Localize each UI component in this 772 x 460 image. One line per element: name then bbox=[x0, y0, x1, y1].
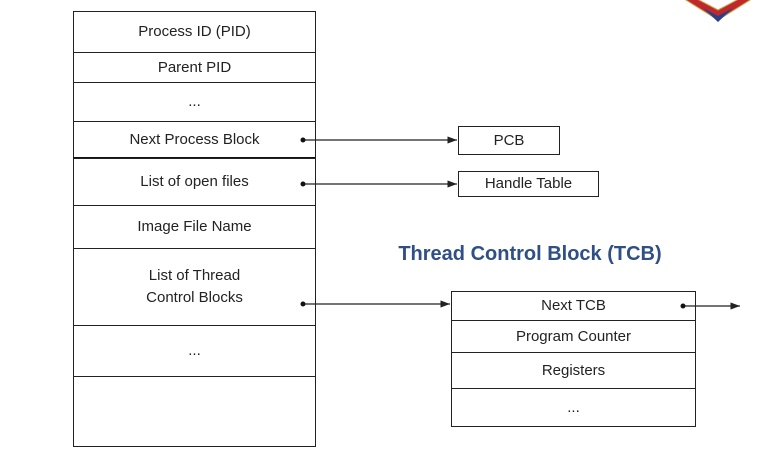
tcb-field-ellipsis: ... bbox=[451, 388, 696, 427]
tcb-title: Thread Control Block (TCB) bbox=[398, 243, 662, 265]
pcb-field-next-process: Next Process Block bbox=[73, 121, 316, 159]
logo bbox=[668, 0, 768, 32]
pcb-field-parent-pid: Parent PID bbox=[73, 52, 316, 83]
pcb-target: PCB bbox=[458, 126, 560, 155]
pcb-field-ellipsis-2: ... bbox=[73, 325, 316, 377]
pcb-field-empty bbox=[73, 376, 316, 447]
tcb-field-next: Next TCB bbox=[451, 291, 696, 321]
pcb-field-thread-list: List of Thread Control Blocks bbox=[73, 248, 316, 326]
tcb-field-registers: Registers bbox=[451, 352, 696, 389]
pcb-field-open-files: List of open files bbox=[73, 158, 316, 206]
pcb-field-image-name: Image File Name bbox=[73, 205, 316, 249]
handle-table-target: Handle Table bbox=[458, 171, 599, 197]
